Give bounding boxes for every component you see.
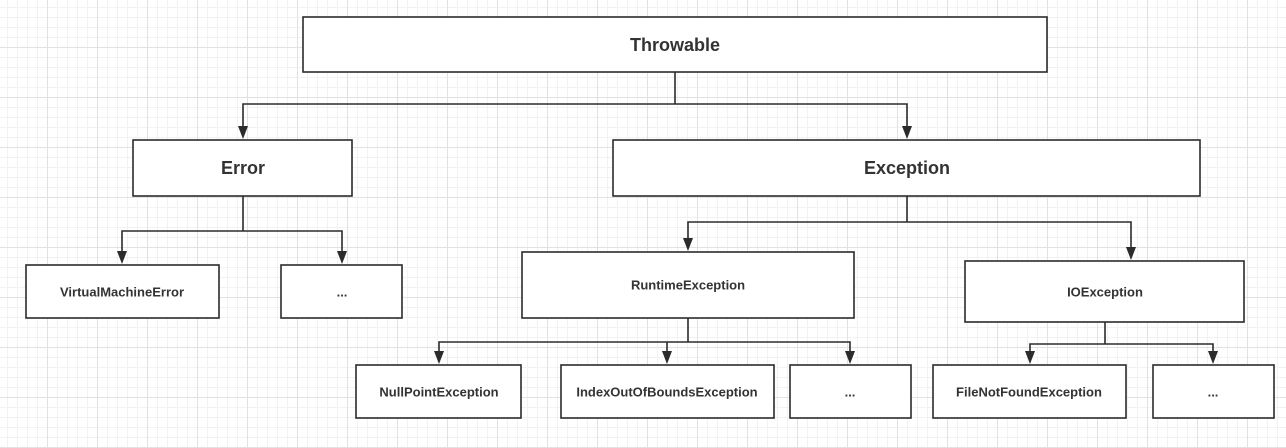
node-null-point-exception: NullPointException: [355, 364, 522, 419]
edge-exception-children: [687, 221, 1132, 249]
node-runtime-more: ...: [789, 364, 912, 419]
node-error-label: Error: [221, 158, 265, 178]
arrow-to-error: [238, 126, 248, 139]
node-runtime-exception-label: RuntimeException: [631, 278, 745, 293]
arrow-to-runtime-exception: [683, 238, 693, 251]
arrow-to-file-not-found-exception: [1025, 351, 1035, 364]
node-runtime-exception: RuntimeException: [521, 251, 855, 319]
connectors: [117, 72, 1218, 364]
node-error: Error: [132, 139, 353, 197]
node-io-exception: IOException: [964, 260, 1245, 323]
arrow-to-virtual-machine-error: [117, 251, 127, 264]
arrow-to-exception: [902, 126, 912, 139]
node-file-not-found-exception-label: FileNotFoundException: [956, 385, 1102, 400]
arrow-to-io-exception: [1126, 247, 1136, 260]
node-index-out-of-bounds-exception-label: IndexOutOfBoundsException: [576, 385, 757, 400]
node-exception-label: Exception: [864, 158, 950, 178]
node-io-more-label: ...: [1208, 385, 1219, 400]
arrow-to-io-more: [1208, 351, 1218, 364]
edge-error-children: [121, 230, 343, 253]
node-runtime-more-label: ...: [845, 385, 856, 400]
node-index-out-of-bounds-exception: IndexOutOfBoundsException: [560, 364, 775, 419]
arrow-to-error-more: [337, 251, 347, 264]
node-io-more: ...: [1152, 364, 1275, 419]
node-exception: Exception: [612, 139, 1201, 197]
node-virtual-machine-error: VirtualMachineError: [25, 264, 220, 319]
node-io-exception-label: IOException: [1067, 285, 1143, 300]
node-virtual-machine-error-label: VirtualMachineError: [60, 285, 184, 300]
node-file-not-found-exception: FileNotFoundException: [932, 364, 1127, 419]
node-error-more: ...: [280, 264, 403, 319]
edge-throwable-children: [242, 103, 908, 128]
node-throwable-label: Throwable: [630, 35, 720, 55]
node-null-point-exception-label: NullPointException: [379, 385, 498, 400]
arrow-to-runtime-more: [845, 351, 855, 364]
node-error-more-label: ...: [337, 285, 348, 300]
arrow-to-null-point-exception: [434, 351, 444, 364]
node-throwable: Throwable: [302, 16, 1048, 73]
arrow-to-index-out-of-bounds-exception: [662, 351, 672, 364]
edge-runtime-children: [438, 341, 851, 353]
edge-io-children: [1029, 343, 1214, 353]
